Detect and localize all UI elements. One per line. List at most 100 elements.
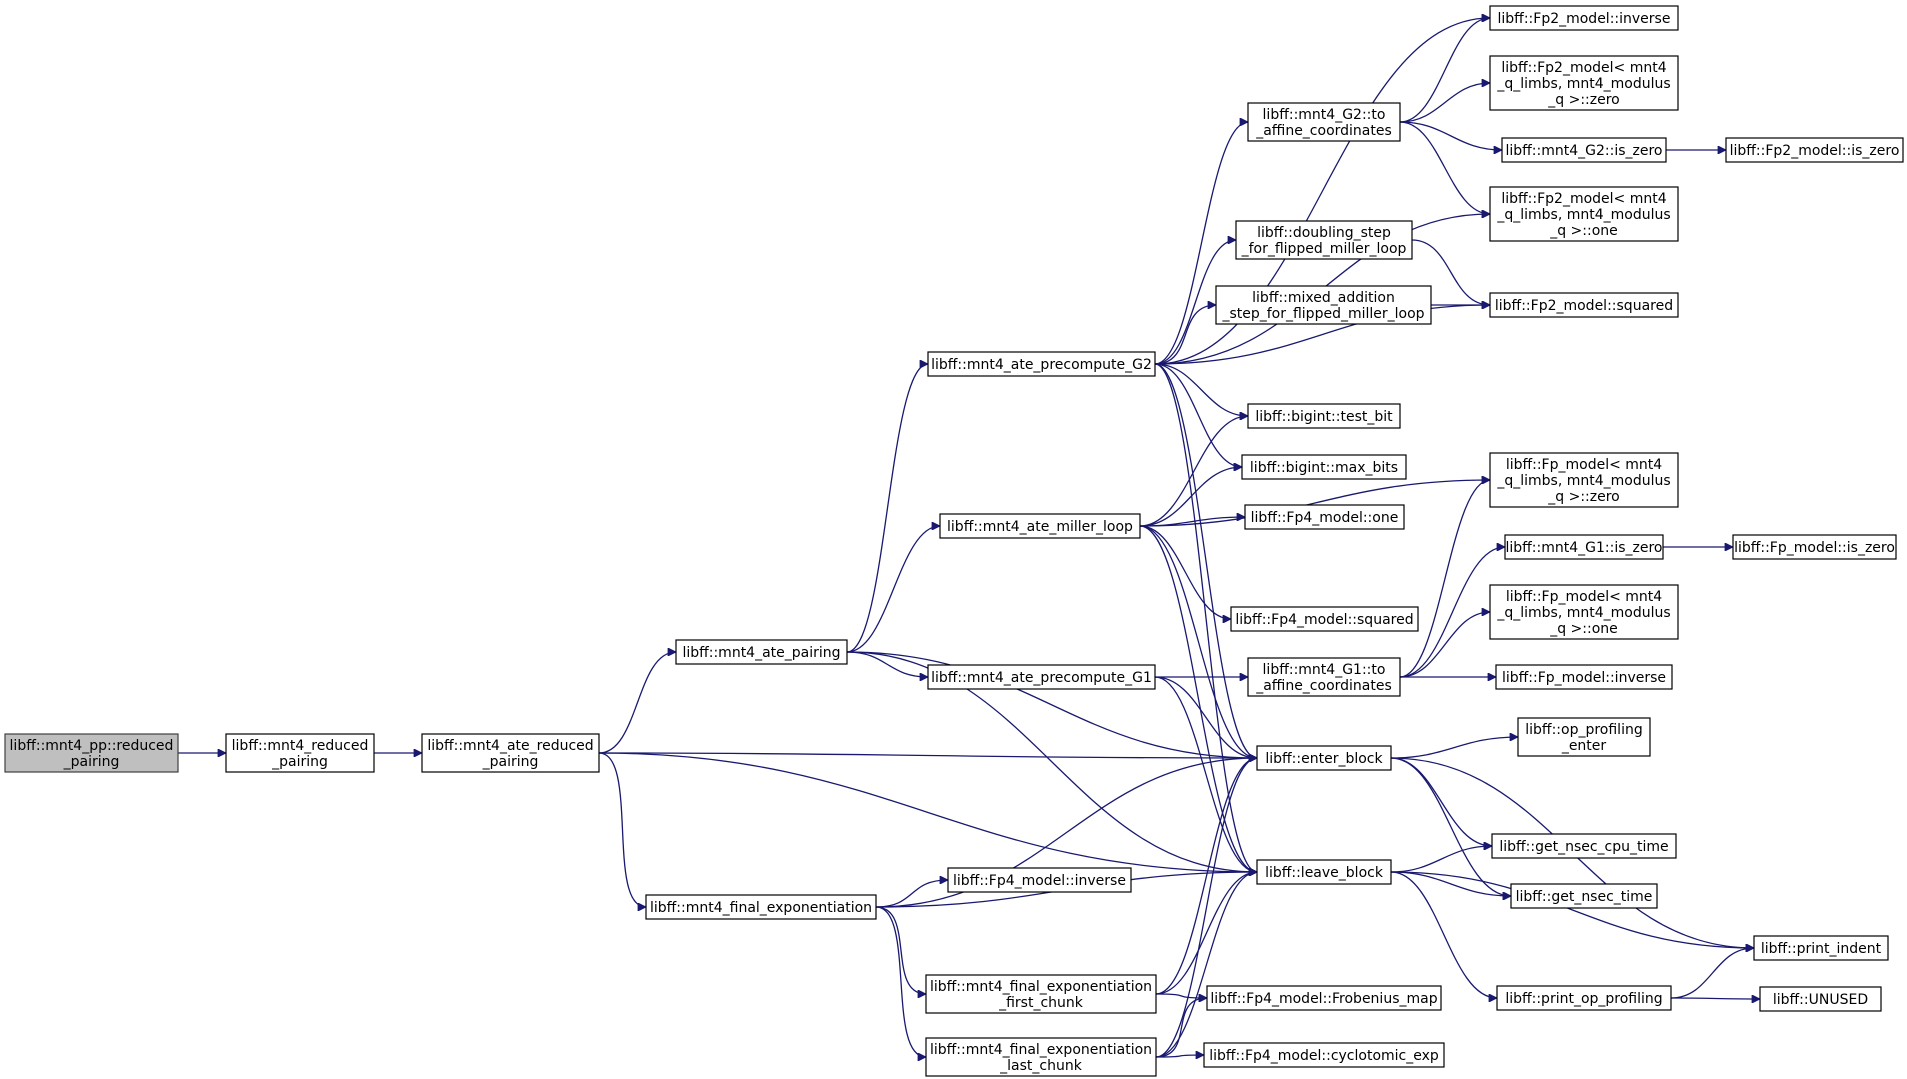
node-label: _q_limbs, mnt4_modulus [1496, 473, 1670, 489]
node-box [1489, 584, 1679, 640]
graph-node-op-prof-enter[interactable]: libff::op_profiling_enter [1517, 717, 1651, 757]
graph-node-last-chunk[interactable]: libff::mnt4_final_exponentiation_last_ch… [925, 1037, 1157, 1077]
edge-doubling-to-fp2-squared [1411, 239, 1490, 305]
node-box [1244, 504, 1405, 530]
node-label: libff::Fp2_model::is_zero [1730, 143, 1900, 159]
edge-pre-g2-to-mixed [1154, 305, 1216, 365]
graph-node-miller[interactable]: libff::mnt4_ate_miller_loop [939, 513, 1141, 539]
edge-pre-g2-to-g2-to-affine [1154, 122, 1248, 365]
node-box [225, 733, 375, 773]
graph-node-fp-inverse[interactable]: libff::Fp_model::inverse [1495, 664, 1673, 690]
graph-node-fp4-squared[interactable]: libff::Fp4_model::squared [1230, 606, 1419, 632]
edge-first-chunk-to-leave [1155, 872, 1257, 995]
node-box [1206, 985, 1442, 1011]
graph-node-fp-zero[interactable]: libff::Fp_model< mnt4_q_limbs, mnt4_modu… [1489, 452, 1679, 508]
node-label: libff::Fp_model::is_zero [1734, 540, 1895, 556]
graph-node-cyclo[interactable]: libff::Fp4_model::cyclotomic_exp [1203, 1042, 1445, 1068]
node-label: _q >::one [1549, 223, 1618, 239]
node-box [1215, 285, 1432, 325]
edge-last-chunk-to-enter [1155, 758, 1257, 1058]
graph-node-ate-pairing[interactable]: libff::mnt4_ate_pairing [675, 639, 848, 665]
node-box [1501, 137, 1667, 163]
node-box [675, 639, 848, 665]
node-box [1247, 102, 1401, 142]
edge-last-chunk-to-frobenius [1155, 998, 1207, 1058]
node-label: libff::Fp2_model< mnt4 [1501, 60, 1666, 76]
node-box [1495, 664, 1673, 690]
node-label: libff::Fp4_model::inverse [953, 873, 1126, 889]
graph-node-unused[interactable]: libff::UNUSED [1759, 986, 1882, 1012]
node-label: libff::mnt4_ate_precompute_G2 [931, 357, 1152, 373]
graph-node-reduced[interactable]: libff::mnt4_reduced_pairing [225, 733, 375, 773]
graph-node-cpu-time[interactable]: libff::get_nsec_cpu_time [1491, 833, 1677, 859]
graph-node-g1-is-zero[interactable]: libff::mnt4_G1::is_zero [1504, 534, 1664, 560]
graph-node-fp-one[interactable]: libff::Fp_model< mnt4_q_limbs, mnt4_modu… [1489, 584, 1679, 640]
node-label: libff::mnt4_final_exponentiation [650, 900, 872, 916]
edge-miller-to-test-bit [1139, 416, 1248, 527]
edge-ate-pairing-to-enter [846, 651, 1257, 758]
graph-node-fp4-inverse[interactable]: libff::Fp4_model::inverse [947, 867, 1132, 893]
graph-node-fp-is-zero[interactable]: libff::Fp_model::is_zero [1732, 534, 1897, 560]
node-box [947, 867, 1132, 893]
node-box [1256, 859, 1392, 885]
node-label: _q >::zero [1547, 92, 1619, 108]
graph-node-final-exp[interactable]: libff::mnt4_final_exponentiation [645, 894, 877, 920]
node-label: _pairing [482, 754, 539, 770]
node-box [1489, 292, 1679, 318]
graph-node-test-bit[interactable]: libff::bigint::test_bit [1247, 403, 1401, 429]
node-box [1759, 986, 1882, 1012]
graph-node-doubling[interactable]: libff::doubling_step_for_flipped_miller_… [1235, 220, 1413, 260]
graph-node-fp2-zero[interactable]: libff::Fp2_model< mnt4_q_limbs, mnt4_mod… [1489, 55, 1679, 111]
graph-node-fp2-one[interactable]: libff::Fp2_model< mnt4_q_limbs, mnt4_mod… [1489, 186, 1679, 242]
graph-node-g1-to-affine[interactable]: libff::mnt4_G1::to_affine_coordinates [1247, 657, 1401, 697]
node-label: libff::get_nsec_time [1516, 889, 1653, 905]
node-box [1247, 657, 1401, 697]
graph-node-print-prof[interactable]: libff::print_op_profiling [1496, 985, 1672, 1011]
node-box [1489, 452, 1679, 508]
graph-node-mixed[interactable]: libff::mixed_addition_step_for_flipped_m… [1215, 285, 1432, 325]
node-label: libff::Fp4_model::squared [1235, 612, 1413, 628]
graph-node-enter[interactable]: libff::enter_block [1256, 745, 1392, 771]
node-box [645, 894, 877, 920]
edge-final-exp-to-enter [875, 758, 1257, 908]
graph-node-root[interactable]: libff::mnt4_pp::reduced_pairing [4, 733, 179, 773]
edge-leave-to-cpu-time [1390, 846, 1492, 873]
node-label: libff::mnt4_ate_miller_loop [947, 519, 1133, 535]
edge-ate-pairing-to-pre-g2 [846, 364, 928, 653]
graph-node-fp4-one[interactable]: libff::Fp4_model::one [1244, 504, 1405, 530]
node-box [925, 974, 1157, 1014]
graph-node-g2-is-zero[interactable]: libff::mnt4_G2::is_zero [1501, 137, 1667, 163]
graph-node-fp2-squared[interactable]: libff::Fp2_model::squared [1489, 292, 1679, 318]
edge-leave-to-print-indent [1390, 871, 1754, 948]
edge-miller-to-fp4-squared [1139, 525, 1231, 619]
graph-node-ate-reduced[interactable]: libff::mnt4_ate_reduced_pairing [421, 733, 600, 773]
graph-node-nsec-time[interactable]: libff::get_nsec_time [1510, 883, 1658, 909]
edge-ate-reduced-to-enter [598, 752, 1257, 758]
graph-node-pre-g2[interactable]: libff::mnt4_ate_precompute_G2 [927, 351, 1156, 377]
edge-pre-g2-to-enter [1154, 363, 1257, 758]
graph-node-fp2-is-zero[interactable]: libff::Fp2_model::is_zero [1725, 137, 1904, 163]
node-label: libff::print_op_profiling [1505, 991, 1662, 1007]
node-label: libff::mnt4_G2::to [1263, 107, 1386, 123]
node-label: _first_chunk [998, 995, 1084, 1011]
node-label: _for_flipped_miller_loop [1241, 241, 1407, 257]
edge-miller-to-leave [1139, 525, 1257, 872]
graph-node-max-bits[interactable]: libff::bigint::max_bits [1241, 454, 1407, 480]
node-label: libff::Fp4_model::cyclotomic_exp [1209, 1048, 1439, 1064]
node-box [1510, 883, 1658, 909]
node-label: libff::Fp4_model::one [1251, 510, 1399, 526]
node-box [421, 733, 600, 773]
graph-node-leave[interactable]: libff::leave_block [1256, 859, 1392, 885]
node-box [1725, 137, 1904, 163]
graph-node-fp2-inverse[interactable]: libff::Fp2_model::inverse [1489, 5, 1679, 31]
graph-node-first-chunk[interactable]: libff::mnt4_final_exponentiation_first_c… [925, 974, 1157, 1014]
node-box [939, 513, 1141, 539]
graph-node-print-indent[interactable]: libff::print_indent [1753, 935, 1889, 961]
node-box [1517, 717, 1651, 757]
graph-node-pre-g1[interactable]: libff::mnt4_ate_precompute_G1 [927, 664, 1156, 690]
node-label: libff::mnt4_final_exponentiation [930, 1042, 1152, 1058]
edge-layer [178, 18, 1760, 1057]
graph-node-frobenius[interactable]: libff::Fp4_model::Frobenius_map [1206, 985, 1442, 1011]
node-box [1489, 55, 1679, 111]
graph-node-g2-to-affine[interactable]: libff::mnt4_G2::to_affine_coordinates [1247, 102, 1401, 142]
